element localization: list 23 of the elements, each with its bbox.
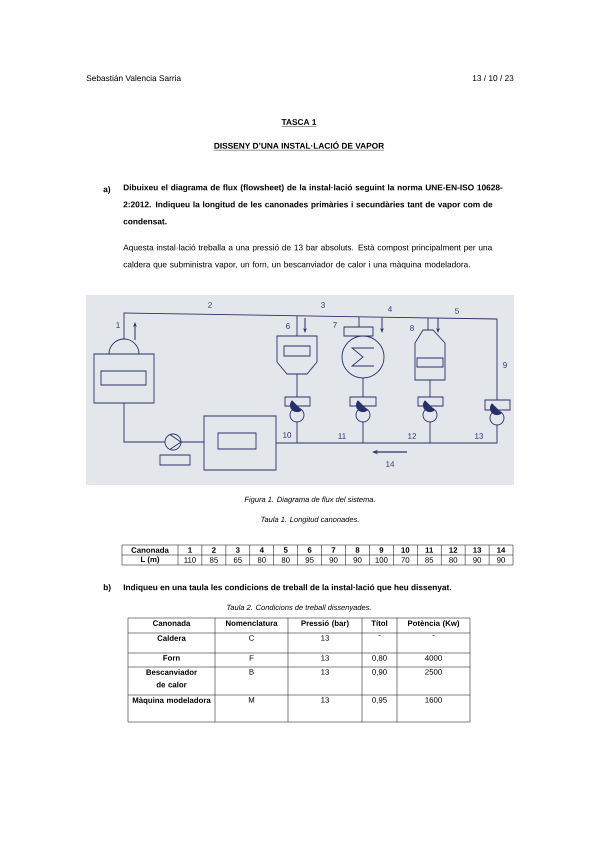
item-letter: b) xyxy=(104,584,111,592)
pipe-number: 12 xyxy=(408,433,416,439)
pipe-number: 10 xyxy=(283,432,292,438)
paragraph-text: Aquesta instal·lació treballa a una pressió de 13 bar absoluts. Està compost principalment per una caldera que subministra vapor, un forn, un bescanviador de calor i una màquina modeladora. xyxy=(123,244,492,270)
pipe-number: 14 xyxy=(386,461,394,467)
pipe-number: 9 xyxy=(503,362,507,368)
author-name: Sebastián Valencia Sarria xyxy=(86,74,182,82)
pipe-number: 2 xyxy=(208,302,212,308)
date-text: 13 / 10 / 23 xyxy=(472,74,514,82)
item-letter: a) xyxy=(103,186,110,194)
page-subtitle: DISSENY D’UNA INSTAL·LACIÓ DE VAPOR xyxy=(214,141,384,150)
page-title: TASCA 1 xyxy=(281,119,317,127)
pipe-number: 11 xyxy=(338,433,346,439)
pipe-number: 7 xyxy=(333,322,337,328)
pipe-number: 1 xyxy=(116,322,120,328)
pipe-number: 3 xyxy=(321,302,325,308)
question-text: Indiqueu en una taula les condicions de treball de la instal·lació que heu dissenyat. xyxy=(124,584,452,592)
pipe-number: 4 xyxy=(388,306,392,312)
pipe-number: 6 xyxy=(286,323,290,329)
pipe-number: 5 xyxy=(455,308,459,314)
question-text: Dibuixeu el diagrama de flux (flowsheet) de la instal·lació seguint la norma UNE-EN-ISO 10628-2:2012. Indiqueu la longitud de les canonades primàries i secundàries tant de vapor com de condensat. xyxy=(123,184,502,224)
pipe-number: 8 xyxy=(410,325,414,331)
pipe-number: 13 xyxy=(475,433,484,439)
